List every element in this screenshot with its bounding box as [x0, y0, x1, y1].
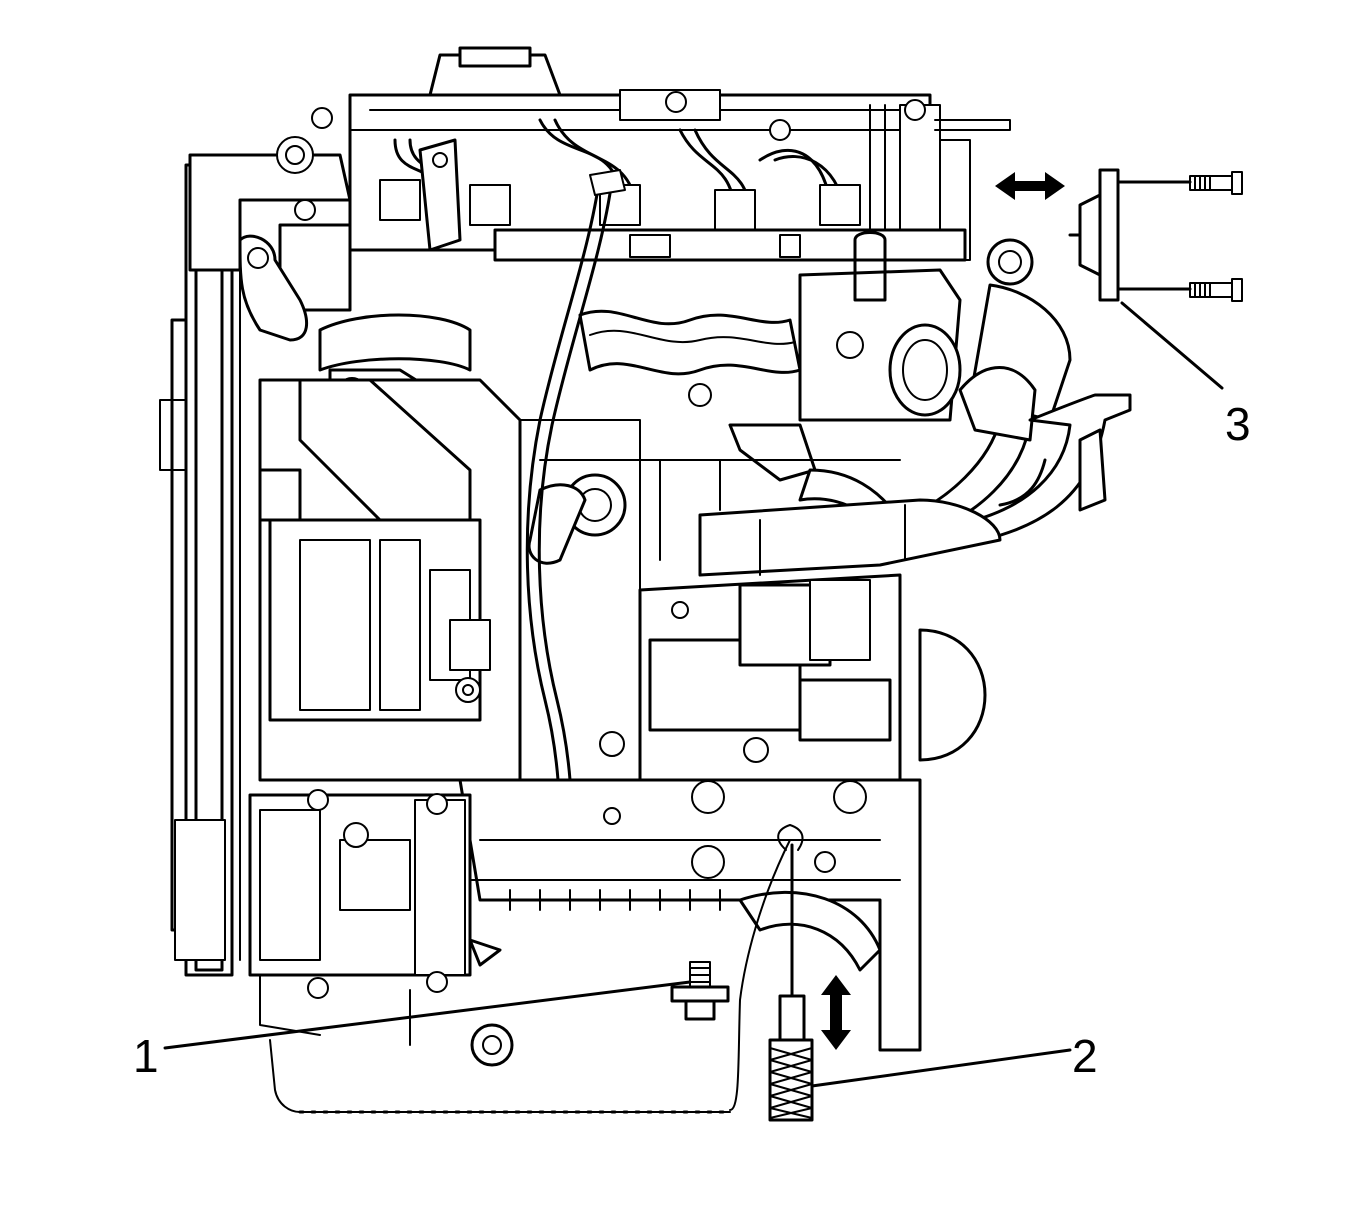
coolant-hose	[527, 473, 1002, 577]
callout-number-3: 3	[1225, 398, 1251, 450]
starter-motor	[599, 573, 987, 782]
callout-3: 3	[1120, 301, 1251, 450]
callout-2: 2	[810, 1030, 1098, 1088]
callout-1: 1	[133, 980, 692, 1082]
horizontal-double-arrow-icon	[995, 172, 1065, 200]
diagnostic-tool	[768, 824, 814, 1122]
throttle-body	[798, 231, 1072, 422]
compressor	[174, 789, 514, 1067]
oil-pan	[458, 778, 922, 1052]
bolt-lower	[1116, 278, 1243, 302]
engine-block	[258, 378, 901, 801]
bolt-upper	[1116, 171, 1243, 195]
cover-plate-assembly	[1068, 168, 1243, 302]
callout-number-2: 2	[1072, 1030, 1098, 1082]
sensor-wire	[269, 839, 791, 1114]
callout-number-1: 1	[133, 1030, 159, 1082]
sensor-plug	[670, 961, 730, 1021]
vertical-double-arrow-icon	[821, 975, 851, 1050]
top-details	[311, 91, 1011, 231]
engine-assembly	[159, 46, 1132, 1067]
fuel-rail	[493, 228, 967, 262]
